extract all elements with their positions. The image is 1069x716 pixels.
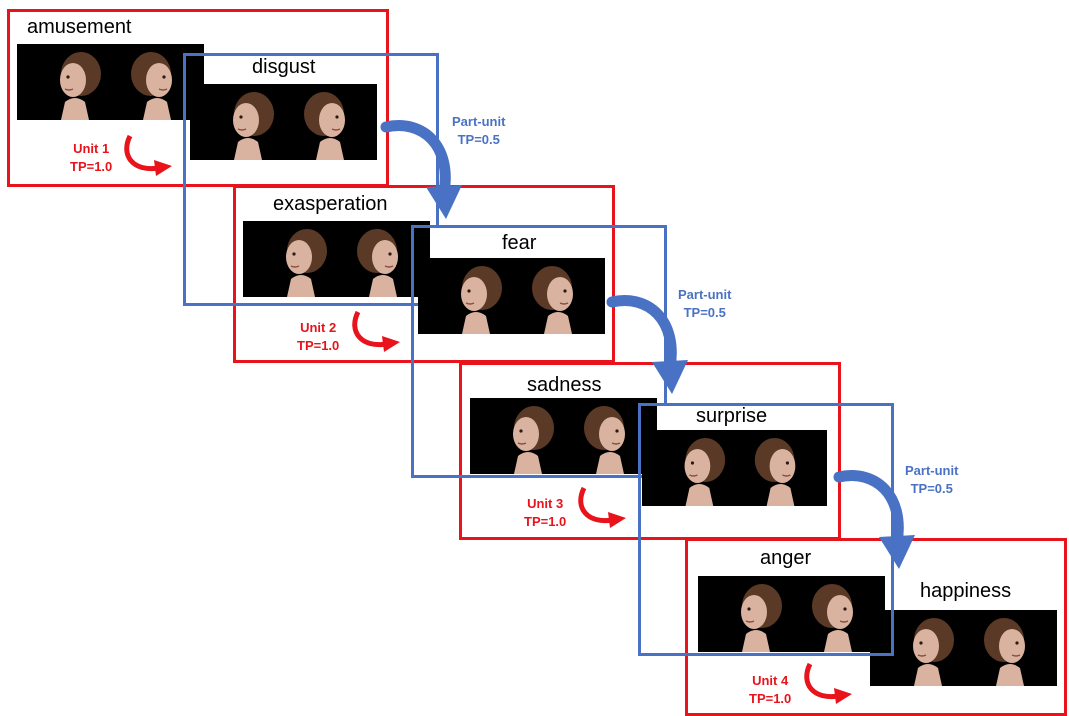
emotion-label-fear: fear bbox=[502, 232, 537, 254]
unit-1-frame bbox=[7, 9, 389, 187]
unit-4-transition-arrow-icon bbox=[804, 662, 852, 704]
part-unit-2-frame bbox=[411, 225, 667, 478]
emotion-label-exasperation: exasperation bbox=[273, 193, 388, 215]
emotion-label-sadness: sadness bbox=[527, 374, 602, 396]
face-photo-happiness bbox=[870, 610, 1057, 686]
part-unit-3-transition-arrow-icon bbox=[833, 470, 915, 569]
unit-4-frame bbox=[685, 538, 1067, 716]
face-photo-amusement bbox=[17, 44, 204, 120]
emotion-label-anger: anger bbox=[760, 547, 812, 569]
part-unit-1-transition-arrow-icon bbox=[380, 120, 462, 219]
emotion-label-surprise: surprise bbox=[696, 405, 768, 427]
face-photo-anger bbox=[698, 576, 885, 652]
surprise-title-area bbox=[660, 406, 828, 430]
part-unit-1-frame bbox=[183, 53, 439, 306]
disgust-title-area bbox=[205, 56, 381, 84]
emotion-label-disgust: disgust bbox=[252, 56, 316, 78]
face-photo-disgust bbox=[190, 84, 377, 160]
part-unit-3-frame bbox=[638, 403, 894, 656]
unit-2-transition-arrow-icon bbox=[352, 310, 400, 352]
emotion-label-amusement: amusement bbox=[27, 16, 132, 38]
unit-2-frame bbox=[233, 185, 615, 363]
part-unit-2-transition-arrow-icon bbox=[606, 295, 688, 394]
face-photo-sadness bbox=[470, 398, 657, 474]
unit-3-frame bbox=[459, 362, 841, 540]
fear-title-area bbox=[436, 228, 604, 258]
face-photo-exasperation bbox=[243, 221, 430, 297]
face-photo-surprise bbox=[642, 430, 827, 506]
face-photo-fear bbox=[418, 258, 605, 334]
emotion-label-happiness: happiness bbox=[920, 580, 1012, 602]
unit-3-transition-arrow-icon bbox=[578, 486, 626, 528]
unit-1-transition-arrow-icon bbox=[124, 134, 172, 176]
